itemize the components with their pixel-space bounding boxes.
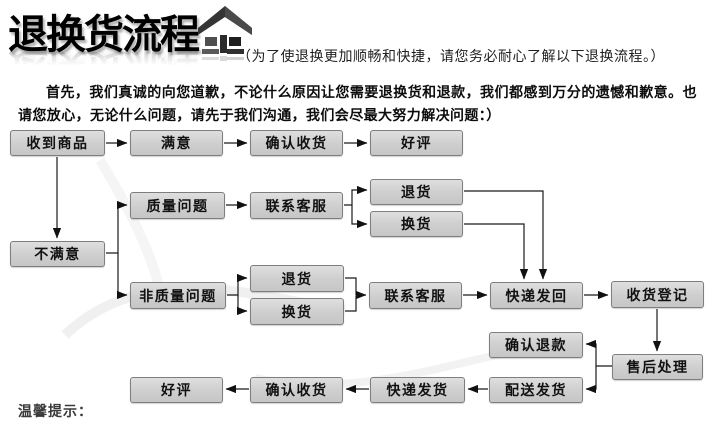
edge-nonquality-exchange-nq [236,295,248,316]
flow-node-non-quality-issue: 非质量问题 [130,282,226,309]
flow-node-dispatch-shipping: 配送发货 [489,377,583,403]
flow-node-satisfied: 满意 [130,130,223,156]
page-title: 退换货流程 [8,13,200,57]
flow-node-unsatisfied: 不满意 [10,241,105,267]
flow-node-good-review-1: 好评 [370,130,463,156]
edge-exchange-nq-contactservice [345,296,357,312]
edge-aftersales-dispatch [585,366,597,394]
edge-contactservice-return-q [344,185,368,206]
flow-node-confirm-refund: 确认退款 [489,332,583,358]
flow-node-good-review-2: 好评 [130,377,223,403]
flow-node-quality-issue: 质量问题 [130,192,225,219]
flow-node-receipt-registration: 收货登记 [611,281,704,308]
house-up-arrow-icon [198,6,252,61]
warm-tips-label: 温馨提示： [18,403,93,419]
flow-node-express-shipping: 快递发货 [370,377,465,403]
flow-node-after-sales: 售后处理 [612,354,703,380]
edge-unsatisfied-quality [106,200,128,254]
edge-contactservice-exchange-q [351,205,368,229]
edge-exchange-q-expressback [464,223,529,280]
flow-node-return-q: 退货 [370,179,463,205]
edge-return-q-expressback [464,190,548,280]
intro-paragraph: 首先，我们真诚的向您道歉，不论什么原因让您需要退换货和退款，我们都感到万分的遗憾… [18,84,697,123]
flow-node-received-goods: 收到商品 [10,130,105,156]
flow-node-contact-service-nq: 联系客服 [369,282,462,309]
edge-aftersales-refund [585,339,612,367]
edge-nonquality-return-nq [227,273,248,296]
flow-node-return-nq: 退货 [250,265,344,292]
flow-node-contact-service-q: 联系客服 [250,192,343,219]
edge-unsatisfied-nonquality [116,253,128,300]
flow-node-confirm-receipt-1: 确认收货 [250,130,343,156]
page-subtitle: （为了使退换更加顺畅和快捷，请您务必耐心了解以下退换流程。） [237,48,665,64]
flow-node-express-send-back: 快递发回 [490,282,583,309]
flow-node-exchange-nq: 换货 [250,298,344,325]
flow-node-confirm-receipt-2: 确认收货 [250,377,343,403]
flow-node-exchange-q: 换货 [370,211,463,237]
edge-return-nq-contactservice [345,277,367,300]
